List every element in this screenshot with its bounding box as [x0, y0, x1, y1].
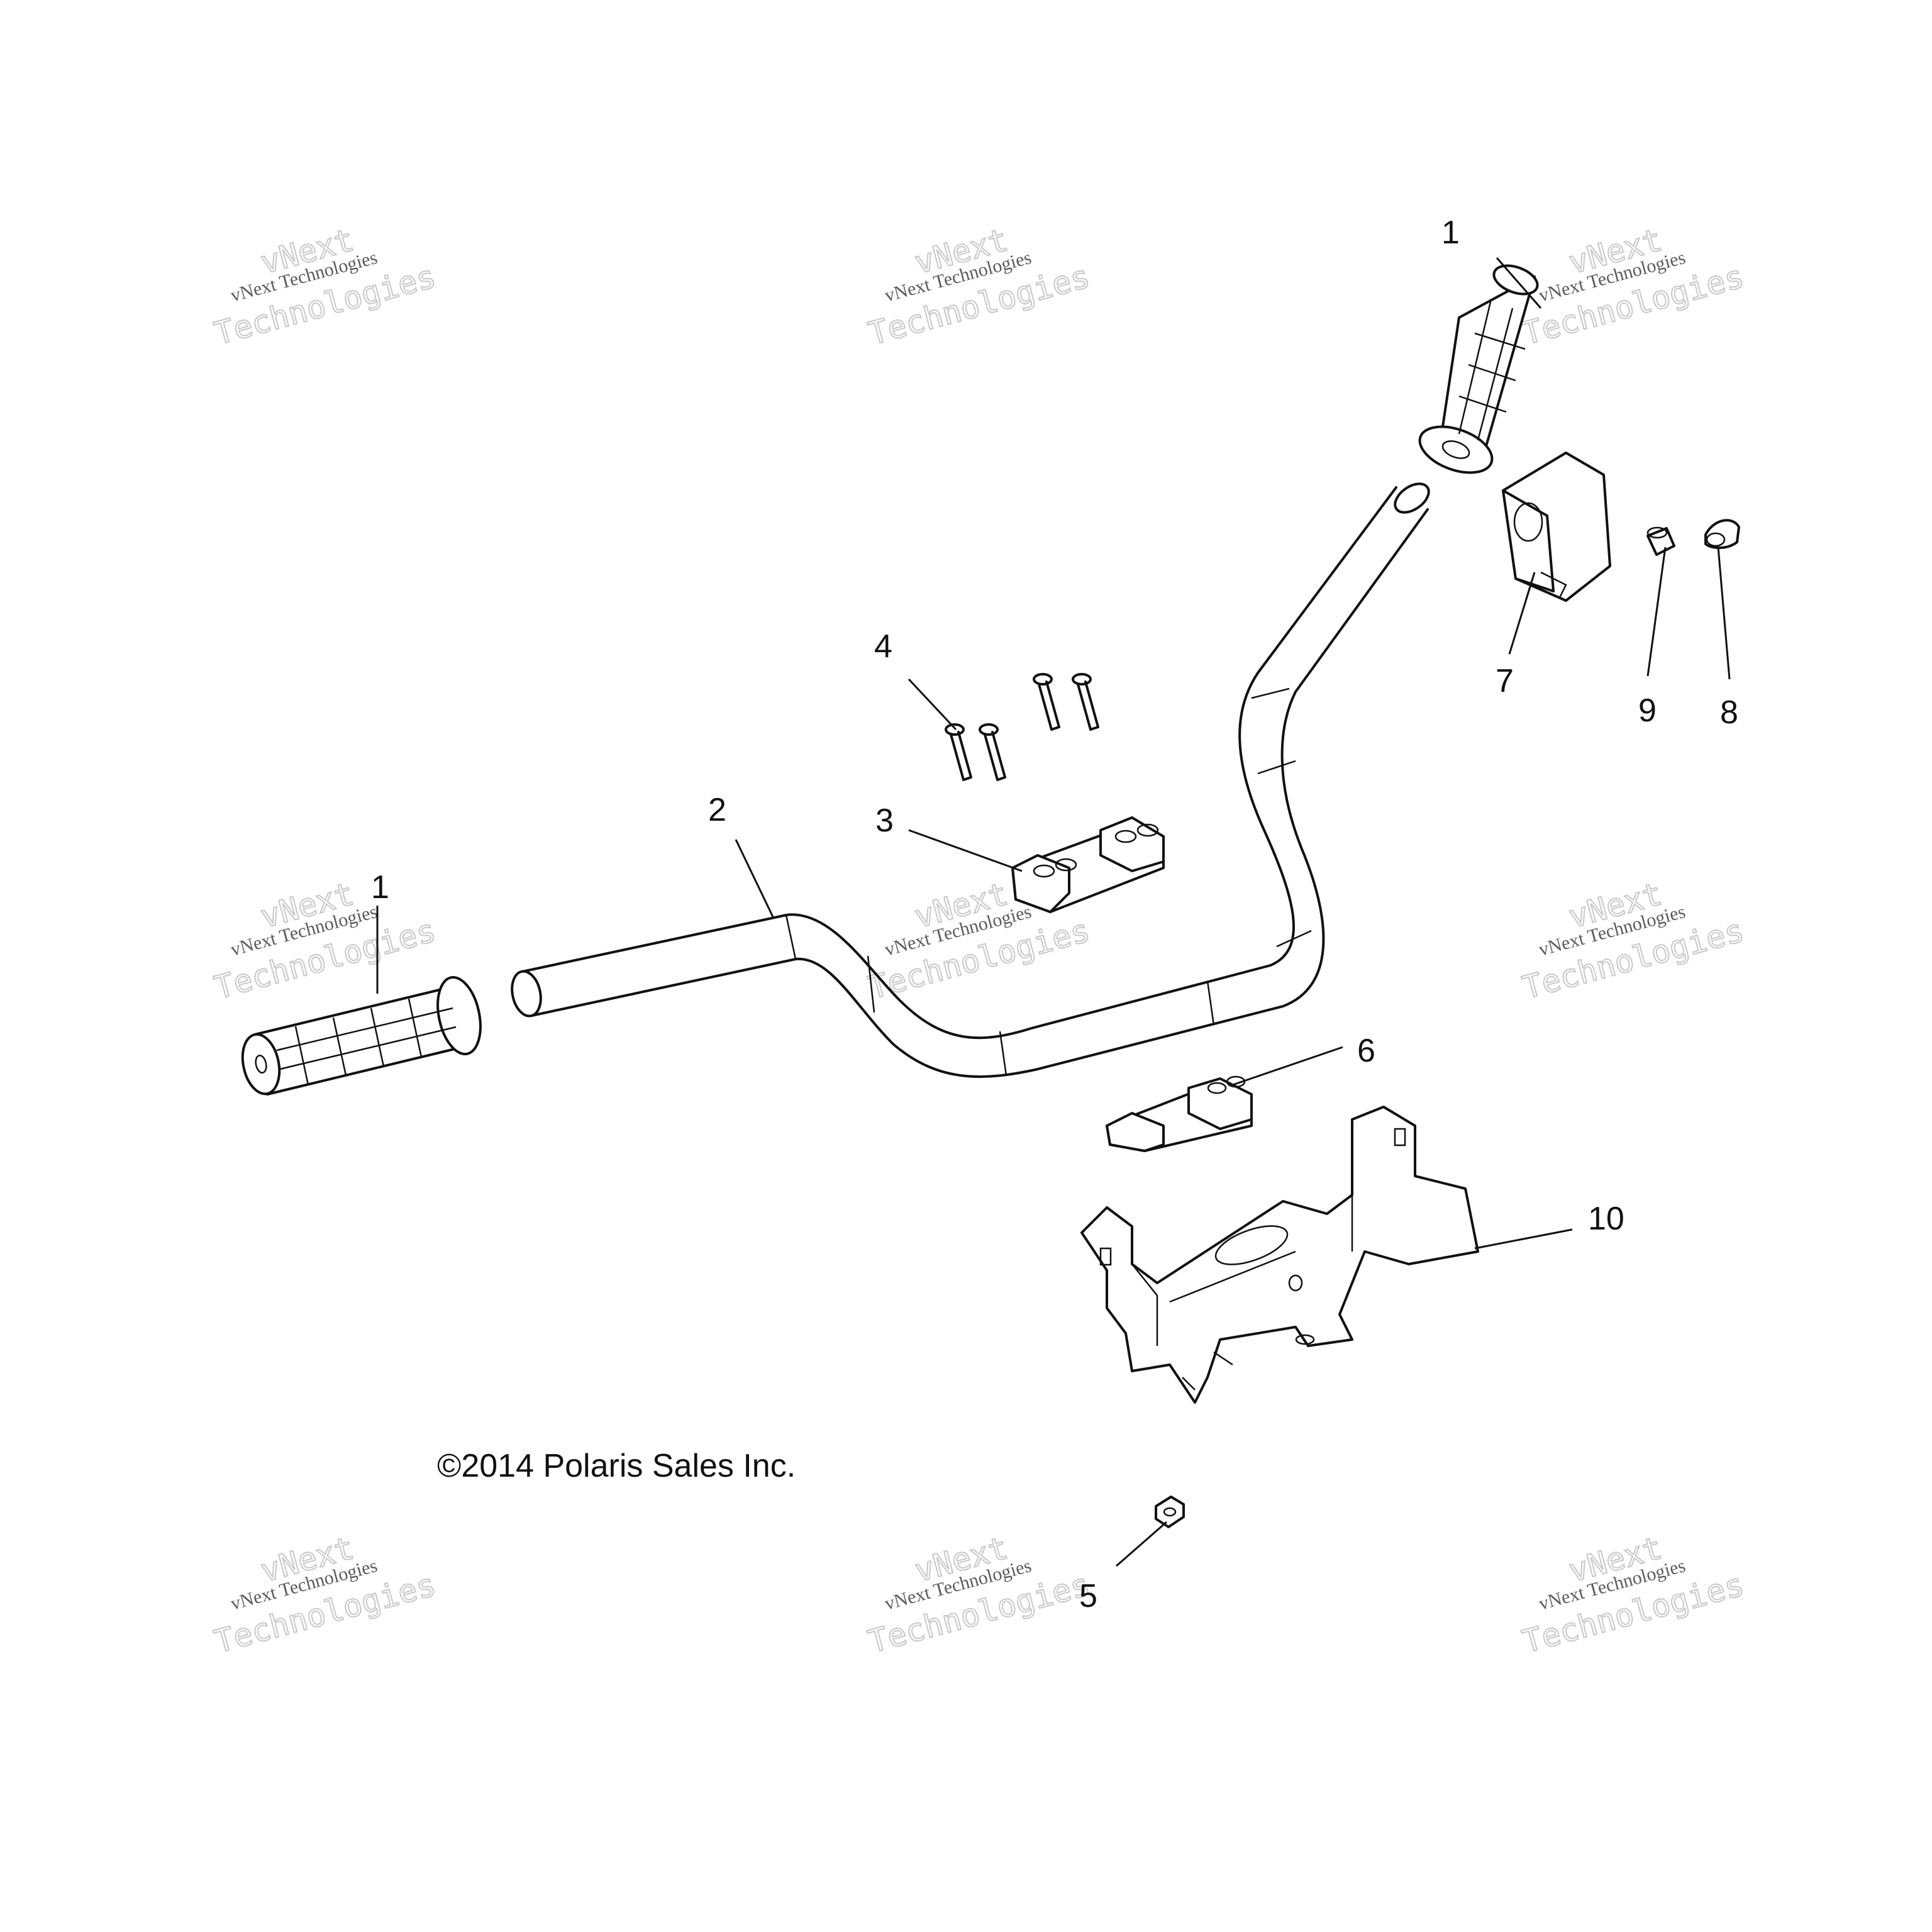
callout-grip-left: 1 — [371, 869, 389, 906]
pad[interactable] — [1502, 452, 1611, 602]
bolt-4 — [1072, 673, 1099, 731]
clamp-upper[interactable] — [1011, 816, 1165, 913]
handlebar[interactable] — [508, 478, 1434, 1078]
callout-nut: 5 — [1079, 1578, 1097, 1614]
callout-grip-right: 1 — [1441, 214, 1460, 251]
callout-clamp-lower: 6 — [1357, 1033, 1375, 1069]
callout-pad: 7 — [1496, 663, 1514, 699]
copyright-notice: ©2014 Polaris Sales Inc. — [437, 1448, 796, 1484]
bolt-1 — [945, 723, 972, 781]
watermark-bottom-right: vNext vNext Technologies Technologies — [1518, 1529, 1748, 1661]
grip-right[interactable] — [1414, 260, 1541, 482]
bolt-3 — [1033, 673, 1060, 731]
bolt-2 — [979, 723, 1006, 781]
callout-clamp-upper: 3 — [875, 802, 894, 839]
leader-lines — [376, 257, 1731, 1567]
watermark-mid-right: vNext vNext Technologies Technologies — [1518, 875, 1748, 1007]
watermark-top-left: vNext vNext Technologies Technologies — [210, 221, 440, 353]
watermark-top-right: vNext vNext Technologies Technologies — [1518, 221, 1748, 353]
callout-bolts: 4 — [874, 628, 892, 665]
bolts[interactable] — [945, 673, 1099, 781]
plug[interactable] — [1704, 519, 1740, 549]
watermark-bottom-center: vNext vNext Technologies Technologies — [864, 1529, 1094, 1661]
callout-handlebar: 2 — [708, 792, 726, 828]
watermark-mid-left: vNext vNext Technologies Technologies — [210, 875, 440, 1007]
callout-plug: 8 — [1720, 694, 1738, 731]
insert[interactable] — [1646, 526, 1675, 556]
clamp-lower[interactable] — [1106, 1075, 1253, 1152]
grip-left[interactable] — [238, 974, 487, 1097]
bracket[interactable] — [1080, 1106, 1479, 1404]
watermark-bottom-left: vNext vNext Technologies Technologies — [210, 1529, 440, 1661]
watermark-top-center: vNext vNext Technologies Technologies — [864, 221, 1094, 353]
callout-insert: 9 — [1638, 692, 1657, 729]
nut[interactable] — [1155, 1496, 1185, 1528]
callout-bracket: 10 — [1588, 1201, 1624, 1237]
